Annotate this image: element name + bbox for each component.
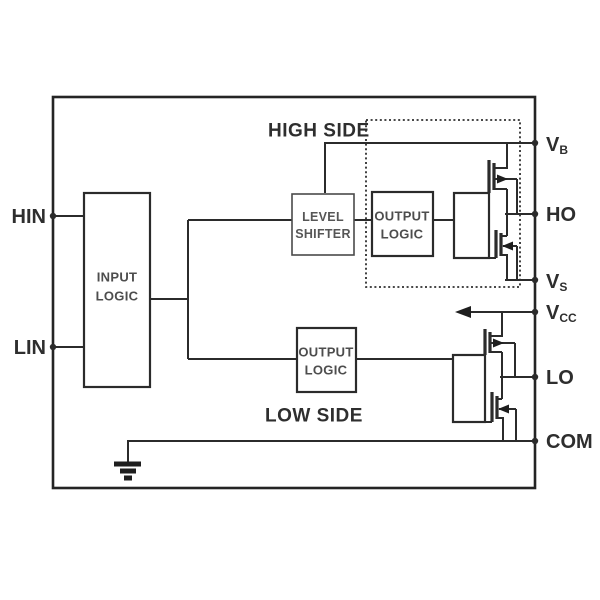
pin-vb-dot [531,139,539,147]
pin-ho-label: HO [546,204,576,226]
pin-vs-sub: S [559,280,567,294]
mosfet-low-lower [490,392,517,441]
level-shifter-label-line2: SHIFTER [295,227,351,241]
wire-vb [324,142,535,193]
pin-com-dot [531,437,539,445]
body-arrow-icon [493,338,504,348]
wires [53,142,535,462]
output-logic-high-label-line2: LOGIC [381,227,424,242]
ground-icon [114,461,141,481]
ic-boundary [51,95,537,490]
pin-ho-dot [531,210,539,218]
block-gate-drive-low [451,353,492,424]
pin-vcc-main: V [546,302,560,324]
pin-lin-label: LIN [14,337,46,359]
body-arrow-icon [502,241,513,251]
pin-lo-label: LO [546,367,574,389]
low-side-label: LOW SIDE [265,406,363,427]
pin-hin-label: HIN [12,206,46,228]
pin-vcc-sub: CC [559,311,577,325]
block-gate-drive-high [452,191,496,260]
pin-hin-dot [49,212,57,220]
pin-com-label: COM [546,431,593,453]
pin-vb-sub: B [559,143,568,157]
block-output-logic-high: OUTPUT LOGIC [370,190,435,258]
pin-vcc-label: VCC [546,302,577,325]
input-logic-label-line2: LOGIC [96,289,139,304]
high-side-dashed-region [365,119,521,288]
pin-lo-dot [531,373,539,381]
input-logic-label-line1: INPUT [97,270,138,285]
output-logic-high-label-line1: OUTPUT [374,209,429,224]
block-level-shifter: LEVEL SHIFTER [291,193,355,256]
pin-vcc-dot [531,308,539,316]
pin-vs-label: VS [546,271,567,294]
pin-dots [49,139,539,445]
block-input-logic: INPUT LOGIC [82,191,152,389]
mosfet-low-upper [483,312,516,399]
body-arrow-icon [498,404,509,414]
mosfet-high-lower [494,230,518,280]
pin-vs-dot [531,276,539,284]
pin-vb-label: VB [546,134,568,157]
block-output-logic-low: OUTPUT LOGIC [295,326,358,394]
level-shifter-label-line1: LEVEL [302,210,344,224]
high-side-label: HIGH SIDE [268,121,370,142]
output-logic-low-label-line1: OUTPUT [298,345,353,360]
pin-lin-dot [49,343,57,351]
body-arrow-icon [497,174,508,184]
output-logic-low-label-line2: LOGIC [305,363,348,378]
wire-com [127,440,535,462]
pin-vb-main: V [546,134,560,156]
arrow-left-icon [455,306,471,318]
pin-vs-main: V [546,271,560,293]
mosfet-high-upper [487,143,518,236]
